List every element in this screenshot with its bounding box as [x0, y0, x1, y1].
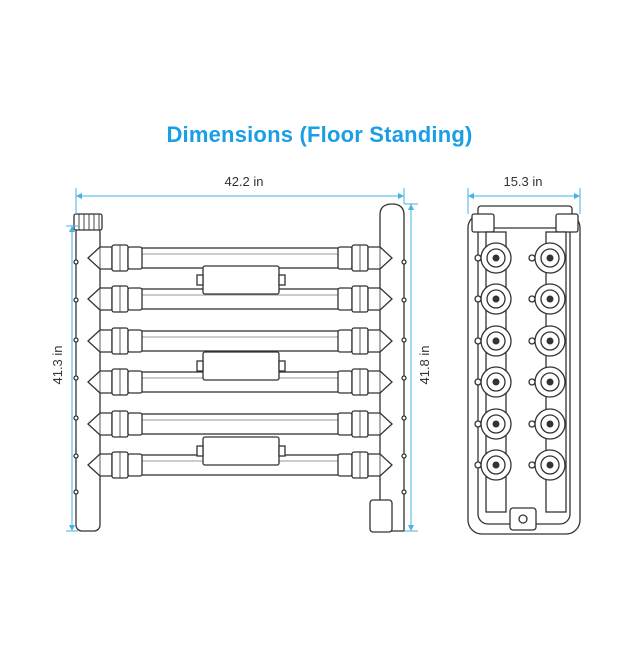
side-view: [467, 205, 581, 535]
bottom-outlet: [369, 499, 393, 533]
end-cap-bolt: [474, 461, 482, 469]
end-cap-bolt: [528, 420, 536, 428]
right-pipe-bolt: [401, 375, 407, 381]
end-cap-port: [492, 420, 500, 428]
dimension-arrow: [408, 525, 414, 531]
side-outlet-port: [518, 514, 528, 524]
end-cap-port: [546, 295, 554, 303]
side-left-valve: [471, 213, 495, 233]
right-pipe-bolt: [401, 297, 407, 303]
right-end-cap: [337, 329, 353, 353]
right-end-cap: [337, 287, 353, 311]
end-cap-bolt: [474, 254, 482, 262]
front-view: [73, 203, 407, 533]
dimension-arrow: [468, 193, 474, 199]
left-pipe-bolt: [73, 297, 79, 303]
dimension-arrow: [76, 193, 82, 199]
bracket-bolt: [196, 274, 204, 286]
bracket-bolt: [196, 445, 204, 457]
membrane-housing: [139, 330, 341, 352]
end-cap-bolt: [474, 378, 482, 386]
page-title: Dimensions (Floor Standing): [166, 122, 473, 147]
right-pipe-bolt: [401, 337, 407, 343]
right-pipe-bolt: [401, 489, 407, 495]
dimension-arrow: [398, 193, 404, 199]
end-cap-port: [492, 378, 500, 386]
end-cap-port: [492, 295, 500, 303]
end-cap-bolt: [528, 254, 536, 262]
dimension-annotations: 42.2 in 15.3 in 41.3 in 41.8 in: [50, 174, 581, 532]
end-cap-port: [492, 461, 500, 469]
right-pipe-bolt: [401, 259, 407, 265]
dimension-arrow: [408, 204, 414, 210]
end-cap-port: [492, 337, 500, 345]
left-pipe-bolt: [73, 375, 79, 381]
left-pipe-bolt: [73, 489, 79, 495]
side-right-valve: [555, 213, 579, 233]
right-end-cap: [337, 370, 353, 394]
bracket-bolt: [196, 360, 204, 372]
end-cap-bolt: [474, 420, 482, 428]
left-pipe-bolt: [73, 415, 79, 421]
bracket-bolt: [278, 445, 286, 457]
dimension-arrow: [69, 226, 75, 232]
left-end-cap: [127, 453, 143, 477]
right-pipe-bolt: [401, 415, 407, 421]
right-end-cap: [337, 412, 353, 436]
front-left-height-label: 41.3 in: [50, 345, 65, 384]
left-end-cap: [127, 329, 143, 353]
end-cap-port: [546, 337, 554, 345]
dimension-arrow: [574, 193, 580, 199]
right-pipe-bolt: [401, 453, 407, 459]
left-end-cap: [127, 412, 143, 436]
left-pipe-bolt: [73, 453, 79, 459]
right-vertical-pipe: [379, 203, 405, 532]
end-cap-port: [546, 420, 554, 428]
end-cap-bolt: [474, 337, 482, 345]
front-right-height-label: 41.8 in: [417, 345, 432, 384]
membrane-housing: [139, 413, 341, 435]
left-pipe-bolt: [73, 337, 79, 343]
end-cap-port: [546, 378, 554, 386]
mounting-bracket: [202, 351, 280, 381]
membrane-housing: [139, 247, 341, 269]
end-cap-bolt: [528, 378, 536, 386]
left-end-cap: [127, 370, 143, 394]
dimension-arrow: [69, 525, 75, 531]
right-end-cap: [337, 246, 353, 270]
bracket-bolt: [278, 360, 286, 372]
left-end-cap: [127, 287, 143, 311]
bracket-bolt: [278, 274, 286, 286]
mounting-bracket: [202, 265, 280, 295]
end-cap-port: [546, 254, 554, 262]
left-pipe-bolt: [73, 259, 79, 265]
side-width-label: 15.3 in: [503, 174, 542, 189]
end-cap-port: [492, 254, 500, 262]
end-cap-bolt: [528, 461, 536, 469]
mounting-bracket: [202, 436, 280, 466]
end-cap-bolt: [528, 337, 536, 345]
left-end-cap: [127, 246, 143, 270]
inlet-valve: [73, 213, 103, 231]
end-cap-bolt: [474, 295, 482, 303]
front-width-label: 42.2 in: [224, 174, 263, 189]
right-end-cap: [337, 453, 353, 477]
end-cap-bolt: [528, 295, 536, 303]
end-cap-port: [546, 461, 554, 469]
